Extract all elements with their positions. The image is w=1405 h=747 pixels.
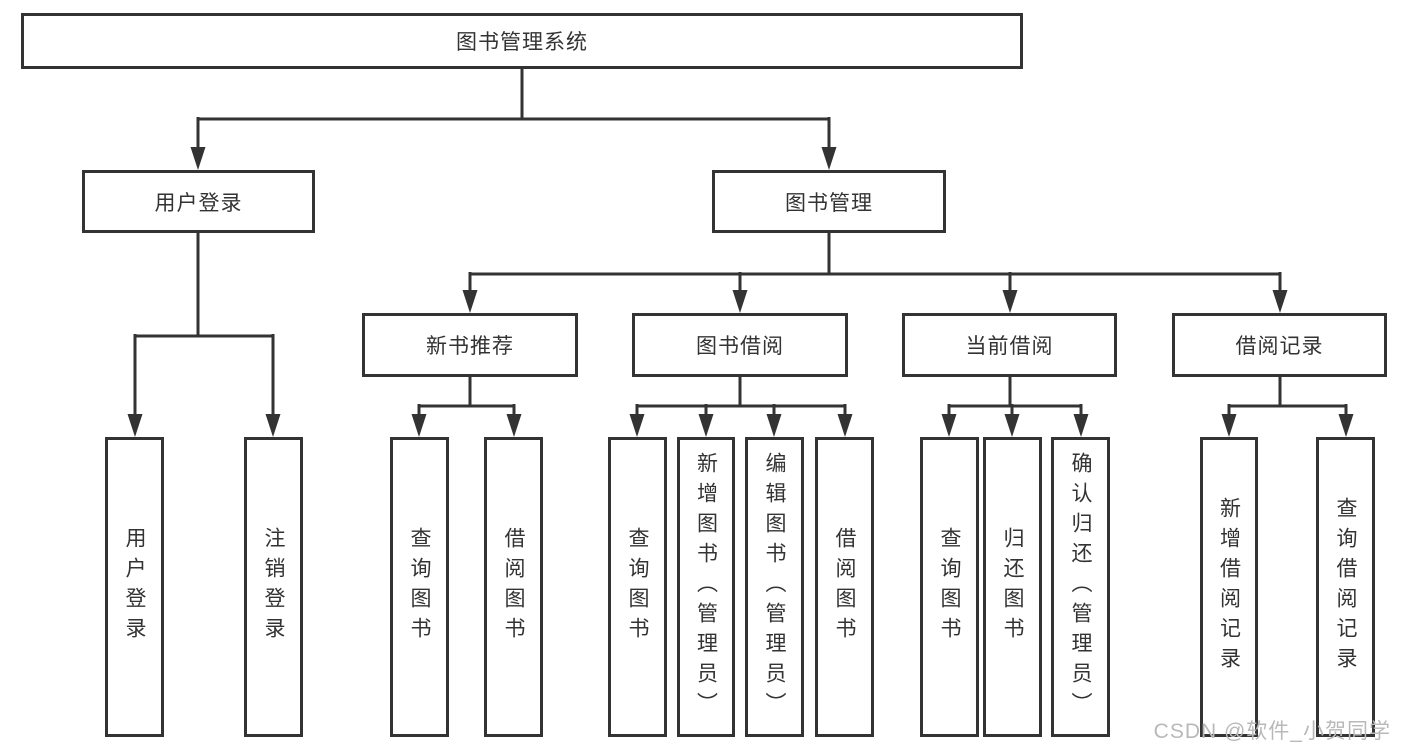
node-new-book-recommend: 新书推荐 [362, 313, 578, 377]
node-user-login-module: 用户登录 [82, 170, 315, 233]
leaf-add-borrow-record: 新增借阅记录 [1200, 437, 1258, 737]
node-book-management-module: 图书管理 [712, 170, 946, 233]
leaf-edit-books-admin: 编辑图书（管理员） [745, 437, 804, 737]
leaf-query-borrow-record: 查询借阅记录 [1316, 437, 1375, 737]
leaf-query-books-current: 查询图书 [920, 437, 979, 737]
node-borrow-records: 借阅记录 [1172, 313, 1387, 377]
leaf-confirm-return-admin: 确认归还（管理员） [1051, 437, 1110, 737]
node-current-borrow: 当前借阅 [902, 313, 1117, 377]
leaf-user-login: 用户登录 [105, 437, 164, 737]
leaf-query-books-borrow: 查询图书 [608, 437, 667, 737]
leaf-query-books-recommend: 查询图书 [390, 437, 449, 737]
node-book-borrow: 图书借阅 [632, 313, 848, 377]
node-root-system: 图书管理系统 [21, 13, 1023, 69]
leaf-borrow-books: 借阅图书 [815, 437, 874, 737]
csdn-watermark: CSDN @软件_小贺同学 [1153, 720, 1391, 743]
arrowheads [127, 147, 1354, 437]
leaf-logout: 注销登录 [244, 437, 303, 737]
leaf-borrow-books-recommend: 借阅图书 [484, 437, 543, 737]
leaf-return-books: 归还图书 [983, 437, 1042, 737]
leaf-add-books-admin: 新增图书（管理员） [677, 437, 735, 737]
